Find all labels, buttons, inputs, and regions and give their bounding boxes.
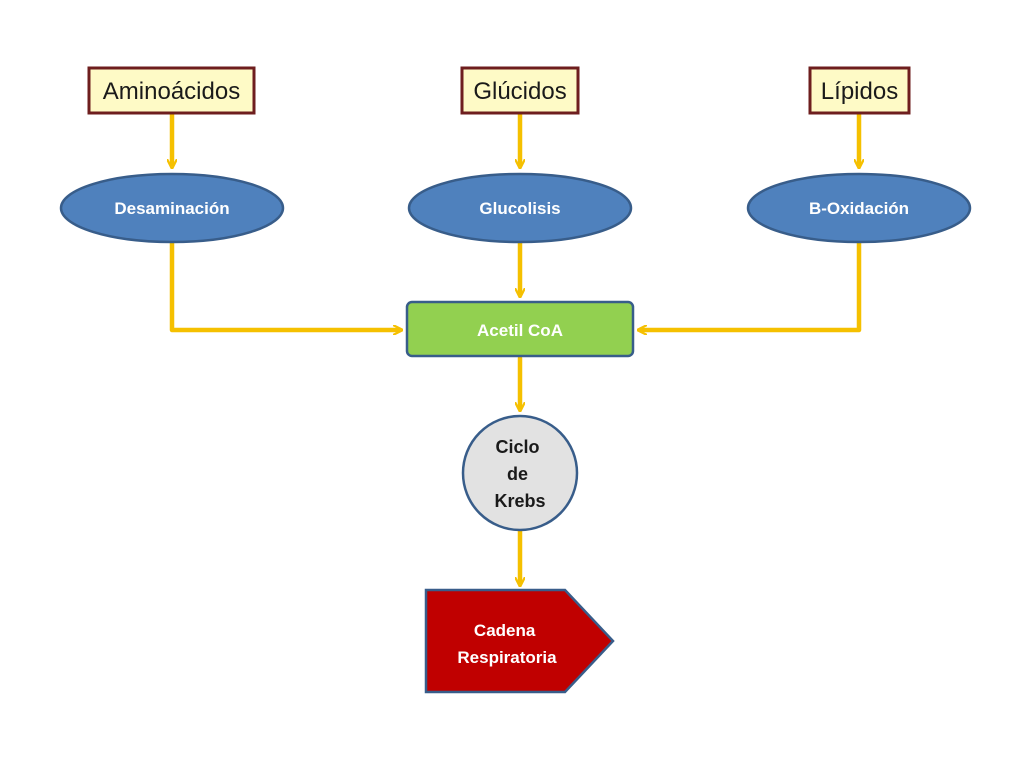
source-lipidos-box bbox=[808, 66, 911, 115]
connectors bbox=[169, 111, 862, 582]
source-aminoacidos-box bbox=[87, 66, 256, 115]
source-lipidos-label: Lípidos bbox=[821, 78, 898, 105]
cadena-label-line-1: Cadena bbox=[474, 621, 536, 640]
krebs-label-line-2: de bbox=[507, 464, 528, 484]
krebs-label: Ciclo de Krebs bbox=[494, 437, 545, 511]
source-aminoacidos-label: Aminoácidos bbox=[103, 78, 240, 105]
process-desaminacion-ellipse bbox=[59, 172, 285, 244]
process-b-oxidacion-ellipse bbox=[746, 172, 972, 244]
source-aminoacidos: Aminoácidos bbox=[87, 66, 256, 115]
krebs-label-line-1: Ciclo bbox=[495, 437, 539, 457]
acetil-coa-box bbox=[405, 300, 635, 358]
process-glucolisis: Glucolisis bbox=[407, 172, 633, 244]
edge-b-oxidacion-acetil-coa bbox=[642, 239, 862, 330]
source-glucidos-label: Glúcidos bbox=[473, 78, 566, 105]
cadena-respiratoria-label: Cadena Respiratoria bbox=[457, 621, 557, 667]
cadena-respiratoria-node: Cadena Respiratoria bbox=[424, 588, 615, 694]
acetil-coa-label: Acetil CoA bbox=[477, 321, 563, 340]
process-b-oxidacion-label: B-Oxidación bbox=[809, 199, 909, 218]
source-glucidos-box bbox=[460, 66, 580, 115]
krebs-label-line-3: Krebs bbox=[494, 491, 545, 511]
krebs-circle bbox=[461, 414, 579, 532]
process-desaminacion-label: Desaminación bbox=[114, 199, 229, 218]
source-glucidos: Glúcidos bbox=[460, 66, 580, 115]
process-glucolisis-label: Glucolisis bbox=[479, 199, 560, 218]
edge-desaminacion-acetil-coa bbox=[169, 239, 398, 330]
process-desaminacion: Desaminación bbox=[59, 172, 285, 244]
cadena-label-line-2: Respiratoria bbox=[457, 648, 557, 667]
acetil-coa-node: Acetil CoA bbox=[405, 300, 635, 358]
cadena-respiratoria-shape bbox=[424, 588, 615, 694]
process-glucolisis-ellipse bbox=[407, 172, 633, 244]
source-lipidos: Lípidos bbox=[808, 66, 911, 115]
process-b-oxidacion: B-Oxidación bbox=[746, 172, 972, 244]
krebs-node: Ciclo de Krebs bbox=[461, 414, 579, 532]
